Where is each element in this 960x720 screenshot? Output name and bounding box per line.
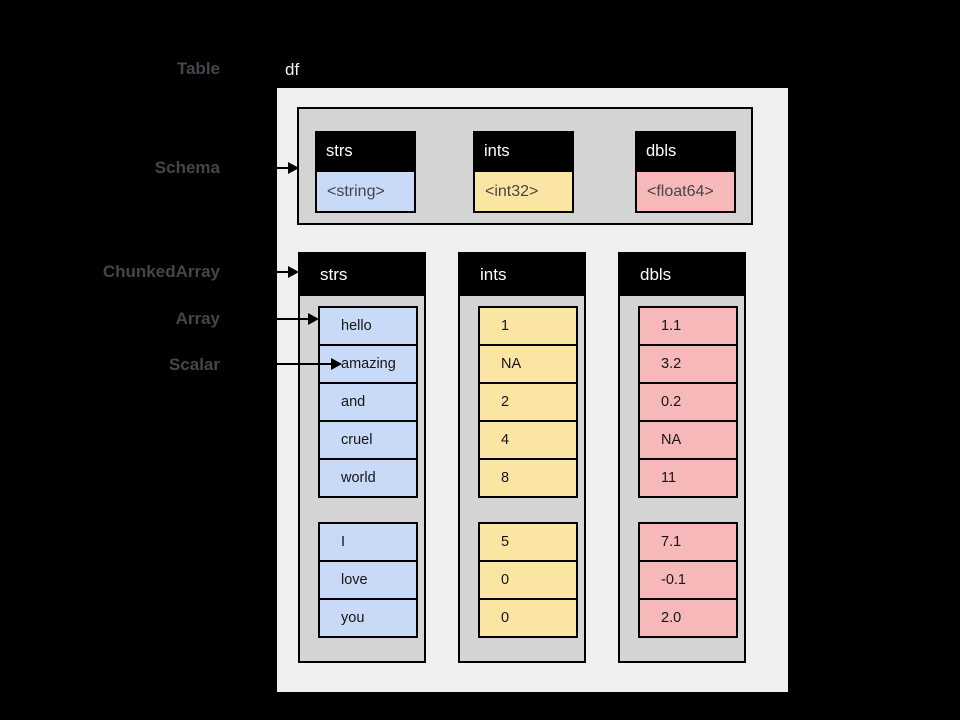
scalar-cell: love: [318, 560, 418, 600]
scalar-cell: 0.2: [638, 382, 738, 422]
scalar-cell: 0: [478, 598, 578, 638]
scalar-cell: you: [318, 598, 418, 638]
scalar-cell: NA: [638, 420, 738, 460]
scalar-cell: 7.1: [638, 522, 738, 562]
column-header: ints: [460, 254, 584, 296]
table-name: df: [285, 60, 300, 79]
scalar-cell: cruel: [318, 420, 418, 460]
schema-field-name: ints: [473, 131, 574, 172]
scalar-cell: 2.0: [638, 598, 738, 638]
scalar-cell: hello: [318, 306, 418, 346]
label-scalar: Scalar: [168, 355, 220, 374]
scalar-cell: 4: [478, 420, 578, 460]
chunkedarray-arrow: [243, 271, 288, 273]
scalar-cell: 1.1: [638, 306, 738, 346]
schema-field: dbls <float64>: [635, 131, 736, 213]
scalar-cell: I: [318, 522, 418, 562]
schema-field-name: dbls: [635, 131, 736, 172]
schema-field-type: <string>: [315, 172, 416, 213]
label-table: Table: [176, 59, 220, 78]
schema-box: strs <string> ints <int32> dbls <float64…: [297, 107, 753, 225]
scalar-cell: 2: [478, 382, 578, 422]
label-chunkedarray: ChunkedArray: [102, 262, 220, 281]
scalar-arrow-head: [331, 358, 342, 370]
scalar-cell: -0.1: [638, 560, 738, 600]
scalar-cell: 8: [478, 458, 578, 498]
scalar-cell: 0: [478, 560, 578, 600]
label-schema: Schema: [154, 158, 220, 177]
array-arrow: [243, 318, 308, 320]
schema-arrow-head: [288, 162, 299, 174]
column-header: dbls: [620, 254, 744, 296]
schema-arrow: [243, 167, 288, 169]
schema-field-type: <float64>: [635, 172, 736, 213]
scalar-cell: and: [318, 382, 418, 422]
column-header: strs: [300, 254, 424, 296]
scalar-arrow: [243, 363, 331, 365]
scalar-cell: world: [318, 458, 418, 498]
scalar-cell: NA: [478, 344, 578, 384]
chunkedarray-arrow-head: [288, 266, 299, 278]
schema-field-name: strs: [315, 131, 416, 172]
schema-field: strs <string>: [315, 131, 416, 213]
schema-field: ints <int32>: [473, 131, 574, 213]
schema-field-type: <int32>: [473, 172, 574, 213]
array-arrow-head: [308, 313, 319, 325]
scalar-cell: 3.2: [638, 344, 738, 384]
scalar-cell: 11: [638, 458, 738, 498]
scalar-cell: 1: [478, 306, 578, 346]
label-array: Array: [175, 309, 220, 328]
scalar-cell: 5: [478, 522, 578, 562]
